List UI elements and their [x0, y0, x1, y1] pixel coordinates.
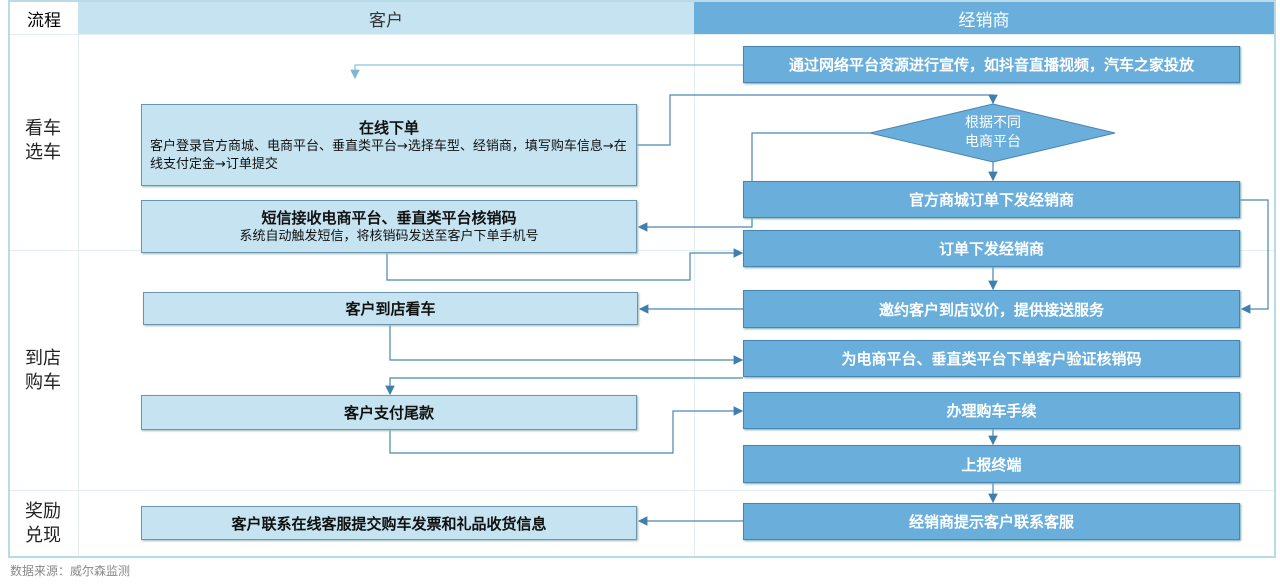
- box-promotion: 通过网络平台资源进行宣传，如抖音直播视频，汽车之家投放: [743, 46, 1240, 83]
- col-divider: [78, 34, 79, 556]
- box-desc: 客户登录官方商城、电商平台、垂直类平台→选择车型、经销商，填写购车信息→在线支付…: [150, 138, 627, 172]
- box-invite: 邀约客户到店议价，提供接送服务: [743, 290, 1240, 328]
- row-divider: [10, 250, 1274, 251]
- box-official-order: 官方商城订单下发经销商: [743, 181, 1240, 218]
- box-sms-code: 短信接收电商平台、垂直类平台核销码 系统自动触发短信，将核销码发送至客户下单手机…: [141, 200, 637, 253]
- box-verify-code: 为电商平台、垂直类平台下单客户验证核销码: [743, 340, 1240, 377]
- box-contact-service: 客户联系在线客服提交购车发票和礼品收货信息: [141, 506, 637, 540]
- box-title: 短信接收电商平台、垂直类平台核销码: [261, 209, 517, 227]
- stage-label: 奖励 兑现: [25, 501, 61, 546]
- diagram-frame: [8, 0, 1276, 558]
- header-customer: 客户: [78, 2, 694, 34]
- box-online-order: 在线下单 客户登录官方商城、电商平台、垂直类平台→选择车型、经销商，填写购车信息…: [141, 104, 637, 186]
- box-report-terminal: 上报终端: [743, 445, 1240, 483]
- decision-diamond: [869, 103, 1116, 163]
- box-purchase-procedure: 办理购车手续: [743, 392, 1240, 429]
- header-dealer: 经销商: [694, 2, 1274, 34]
- box-title: 在线下单: [358, 118, 419, 137]
- box-final-payment: 客户支付尾款: [141, 395, 637, 430]
- box-title: 客户联系在线客服提交购车发票和礼品收货信息: [231, 514, 547, 533]
- row-divider: [10, 490, 1274, 491]
- source-note: 数据来源：威尔森监测: [10, 564, 131, 578]
- header-process: 流程: [10, 2, 78, 34]
- decision-label: 根据不同 电商平台: [965, 115, 1021, 150]
- box-desc: 系统自动触发短信，将核销码发送至客户下单手机号: [239, 229, 539, 244]
- box-notify-customer: 经销商提示客户联系客服: [743, 503, 1240, 540]
- stage-label: 到店 购车: [25, 348, 61, 393]
- box-order-dispatch: 订单下发经销商: [743, 230, 1240, 267]
- box-title: 客户到店看车: [345, 300, 436, 318]
- col-divider: [694, 34, 695, 556]
- stage-label: 看车 选车: [25, 118, 61, 163]
- row-divider: [10, 34, 1274, 35]
- box-title: 客户支付尾款: [343, 404, 434, 422]
- box-store-visit: 客户到店看车: [143, 292, 638, 325]
